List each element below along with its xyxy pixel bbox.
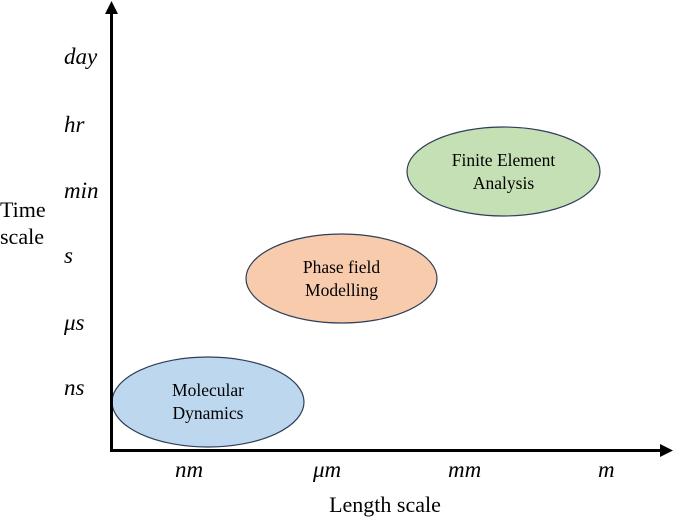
- region-label-line1: Phase field: [302, 256, 381, 277]
- region-label-line1: Finite Element: [451, 149, 556, 170]
- region-label-line2: Modelling: [305, 279, 378, 300]
- y-tick-day: day: [64, 44, 98, 69]
- region-label-line2: Analysis: [472, 172, 535, 193]
- finite-element-ellipse: [406, 126, 601, 217]
- region-molecular-dynamics: Molecular Dynamics: [112, 357, 304, 447]
- y-axis-arrowhead-icon: [105, 1, 118, 14]
- y-tick-s: s: [64, 243, 73, 268]
- region-label-line2: Dynamics: [172, 403, 244, 423]
- region-finite-element: Finite Element Analysis: [407, 127, 600, 216]
- x-axis-title: Length scale: [329, 492, 441, 517]
- y-axis-title: Time scale: [0, 196, 46, 250]
- x-axis-arrowhead-icon: [660, 444, 673, 457]
- x-tick-nm: nm: [175, 457, 204, 482]
- phase-field-ellipse: [245, 233, 438, 324]
- y-tick-ns: ns: [64, 375, 85, 400]
- y-tick-us: μs: [64, 310, 85, 335]
- y-axis-title-line2: scale: [0, 224, 44, 249]
- y-axis-title-line1: Time: [0, 197, 46, 222]
- y-tick-min: min: [64, 178, 99, 203]
- x-tick-um: μm: [313, 457, 342, 482]
- region-label-line1: Molecular: [172, 380, 244, 400]
- x-tick-mm: mm: [448, 457, 482, 482]
- y-tick-hr: hr: [64, 112, 85, 137]
- region-phase-field: Phase field Modelling: [246, 234, 437, 323]
- x-tick-m: m: [598, 457, 615, 482]
